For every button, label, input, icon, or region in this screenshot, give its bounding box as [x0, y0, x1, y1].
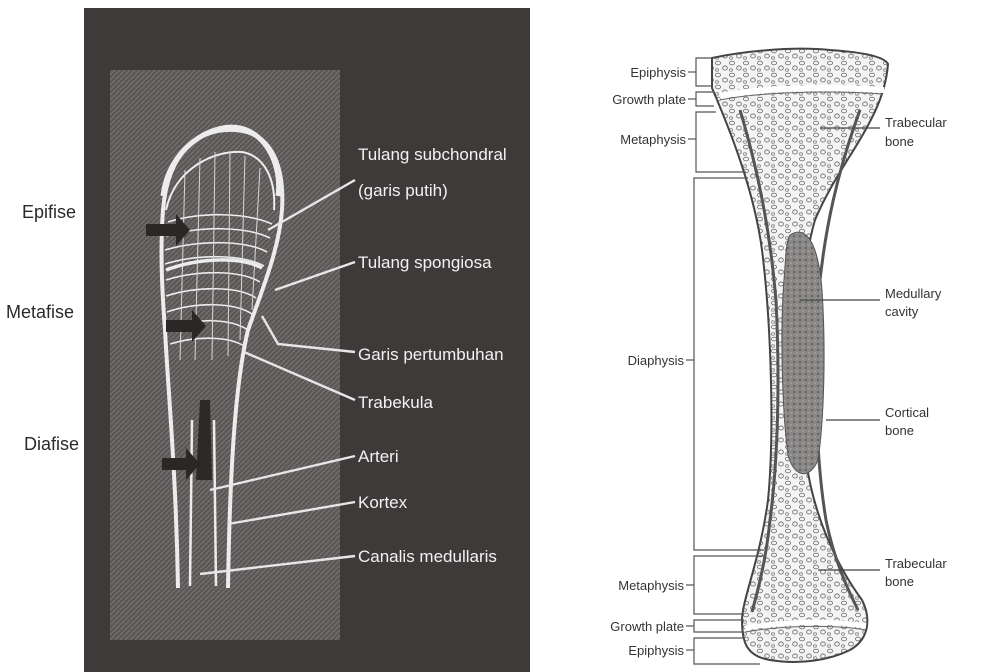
- label-metaphysis-top: Metaphysis: [620, 132, 686, 147]
- label-trabecular-bone-top-line2: bone: [885, 134, 914, 149]
- label-growth-plate-top: Growth plate: [612, 92, 686, 107]
- left-panel-textured-area: [110, 70, 340, 640]
- bracket-growth-plate-bottom: [694, 620, 744, 632]
- label-trabecular-bone-bottom-line2: bone: [885, 574, 914, 589]
- label-metafise: Metafise: [6, 302, 74, 322]
- label-medullary-cavity-line2: cavity: [885, 304, 919, 319]
- bracket-diaphysis: [694, 178, 764, 550]
- label-cortical-bone-line1: Cortical: [885, 405, 929, 420]
- label-growth-plate-bottom: Growth plate: [610, 619, 684, 634]
- medullary-cavity: [782, 232, 824, 474]
- label-diaphysis: Diaphysis: [628, 353, 685, 368]
- label-metaphysis-bottom: Metaphysis: [618, 578, 684, 593]
- callout-tulang-spongiosa: Tulang spongiosa: [358, 253, 492, 272]
- label-diafise: Diafise: [24, 434, 79, 454]
- right-diagram: Epiphysis Growth plate Metaphysis Diaphy…: [610, 49, 947, 664]
- label-cortical-bone-line2: bone: [885, 423, 914, 438]
- label-trabecular-bone-bottom-line1: Trabecular: [885, 556, 947, 571]
- callout-canalis-medullaris: Canalis medullaris: [358, 547, 497, 566]
- label-epifise: Epifise: [22, 202, 76, 222]
- callout-garis-pertumbuhan: Garis pertumbuhan: [358, 345, 504, 364]
- label-epiphysis-bottom: Epiphysis: [628, 643, 684, 658]
- callout-tulang-subchondral: Tulang subchondral: [358, 145, 507, 164]
- callout-arteri: Arteri: [358, 447, 399, 466]
- label-trabecular-bone-top-line1: Trabecular: [885, 115, 947, 130]
- callout-garis-putih: (garis putih): [358, 181, 448, 200]
- left-diagram: Epifise Metafise Diafise Tulang subchond…: [6, 8, 530, 672]
- callout-kortex: Kortex: [358, 493, 408, 512]
- label-medullary-cavity-line1: Medullary: [885, 286, 942, 301]
- bracket-growth-plate-top: [696, 92, 714, 106]
- callout-trabekula: Trabekula: [358, 393, 434, 412]
- bracket-epiphysis-top: [696, 58, 712, 86]
- label-epiphysis-top: Epiphysis: [630, 65, 686, 80]
